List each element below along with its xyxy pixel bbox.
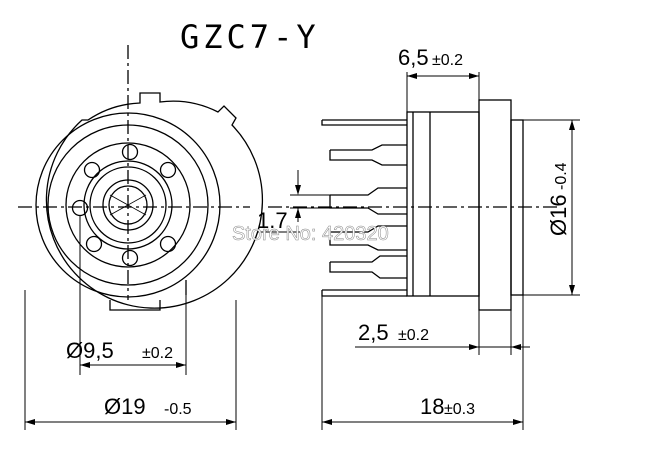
pin-lug-bottom [321, 289, 407, 297]
diameter-16-value: Ø16 [546, 194, 571, 236]
outer-diameter-tolerance: -0.5 [164, 401, 192, 418]
ring-5 [89, 166, 167, 244]
bottom-notch [109, 300, 161, 311]
pin-hole-2 [83, 161, 101, 179]
flange-width-tolerance: ±0.2 [398, 327, 429, 344]
pin-hole-4 [71, 199, 89, 217]
pin-hole-1 [121, 143, 139, 161]
overall-length-tolerance: ±0.3 [444, 401, 475, 418]
overall-length-value: 18 [420, 394, 444, 419]
pin-hole-5 [85, 235, 103, 253]
side-dim-arrows [295, 73, 575, 425]
pin-hole-7 [159, 235, 177, 253]
pin-lug-4 [329, 255, 407, 279]
drawing-title: GZC7-Y [180, 18, 320, 56]
outer-flange-outline [45, 92, 264, 309]
pin-lug-3 [329, 225, 407, 251]
socket-flange [478, 99, 512, 311]
pin-circle-value: Ø9,5 [66, 338, 114, 363]
side-view-dimensions [258, 72, 580, 430]
store-watermark: Store No: 420320 [232, 223, 389, 245]
socket-body [406, 111, 480, 297]
pin-hole-3 [159, 161, 177, 179]
front-dim-arrows [25, 362, 236, 425]
front-view-dimensions [24, 215, 237, 430]
front-view [18, 45, 264, 311]
outer-diameter-value: Ø19 [104, 394, 146, 419]
top-width-tolerance: ±0.2 [432, 52, 463, 69]
pin-circle-tolerance: ±0.2 [142, 345, 173, 362]
diameter-16-tolerance: -0.4 [553, 162, 570, 190]
pin-hole-6 [121, 249, 139, 267]
pin-lug-1 [329, 144, 407, 166]
pin-lug-2 [329, 187, 407, 215]
top-width-value: 6,5 [398, 45, 429, 70]
side-view [268, 99, 560, 311]
side-offset-value: 1.7 [257, 208, 288, 233]
ring-3 [65, 142, 191, 268]
flange-width-value: 2,5 [358, 320, 389, 345]
pin-lug-top [321, 119, 407, 126]
